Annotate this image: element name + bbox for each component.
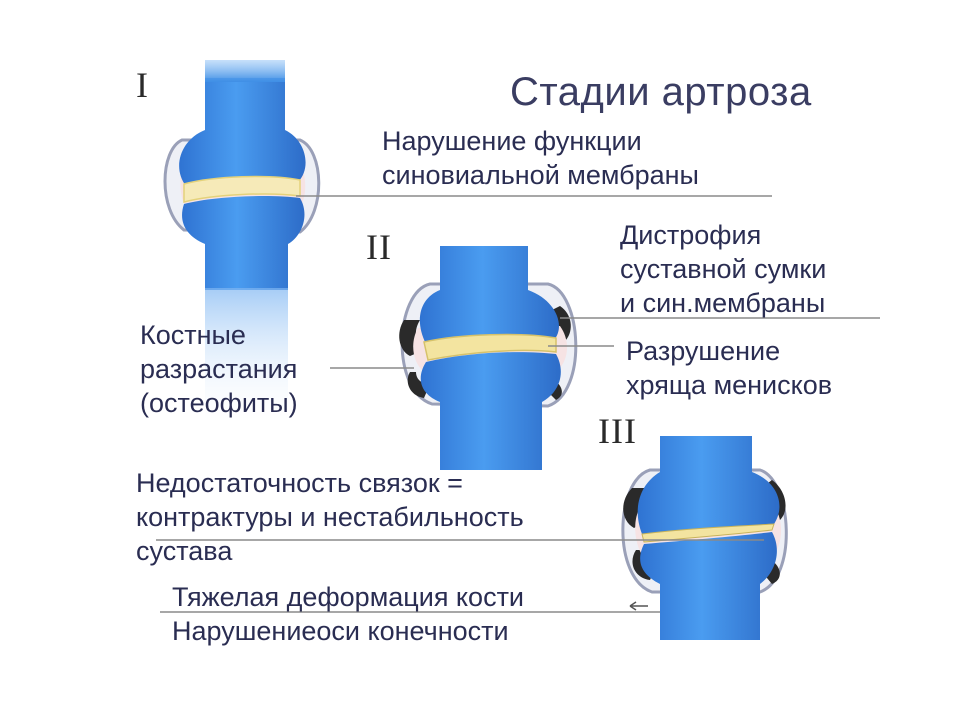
lower-bone [182, 196, 305, 290]
label-line: разрастания [140, 354, 298, 384]
label-line: сустава [136, 536, 233, 566]
label-line: Недостаточность связок = [136, 468, 463, 498]
label-ligament-insufficiency: Недостаточность связок = контрактуры и н… [136, 466, 524, 568]
label-meniscus-destruction: Разрушение хряща менисков [626, 334, 832, 402]
lower-bone [420, 352, 561, 470]
label-line: Тяжелая деформация кости [172, 582, 525, 612]
joint-stage-1 [163, 60, 321, 428]
leader-lines [156, 195, 880, 613]
label-line: суставной сумки [620, 254, 827, 284]
cartilage [423, 333, 557, 361]
cartilage-remnant [641, 523, 775, 543]
label-line: (остеофиты) [140, 388, 298, 418]
label-line: Костные [140, 320, 246, 350]
label-synovial-membrane: Нарушение функции синовиальной мембраны [382, 124, 699, 192]
osteophyte-left-lower [407, 372, 430, 398]
upper-bone [419, 246, 559, 344]
upper-bone [637, 436, 780, 534]
label-line: Нарушение функции [382, 126, 642, 156]
label-capsule-dystrophy: Дистрофия суставной сумки и син.мембраны [620, 218, 826, 320]
label-line: хряща менисков [626, 370, 833, 400]
label-osteophytes: Костные разрастания (остеофиты) [140, 318, 298, 420]
label-line: Нарушениеоси конечности [172, 616, 509, 646]
stage-numeral-3: III [598, 411, 637, 451]
bone-shaft-fade [205, 288, 288, 428]
diagram-title: Стадии артроза [510, 70, 812, 114]
joint-stage-2 [399, 246, 578, 470]
stage-numeral-1: I [136, 65, 149, 105]
bone-shaft-fade-top [205, 60, 285, 82]
label-line: контрактуры и нестабильность [136, 502, 524, 532]
osteophyte-right [552, 306, 571, 340]
label-line: Разрушение [626, 336, 781, 366]
upper-bone [179, 78, 306, 186]
arrow-icon [629, 601, 648, 611]
lower-bone [640, 532, 777, 640]
stage-numeral-2: II [366, 227, 392, 267]
label-line: синовиальной мембраны [382, 160, 699, 190]
label-bone-deformation: Тяжелая деформация кости Нарушениеоси ко… [172, 580, 524, 648]
joint-stage-3 [621, 436, 788, 640]
label-line: Дистрофия [620, 220, 762, 250]
label-line: и син.мембраны [620, 288, 826, 318]
